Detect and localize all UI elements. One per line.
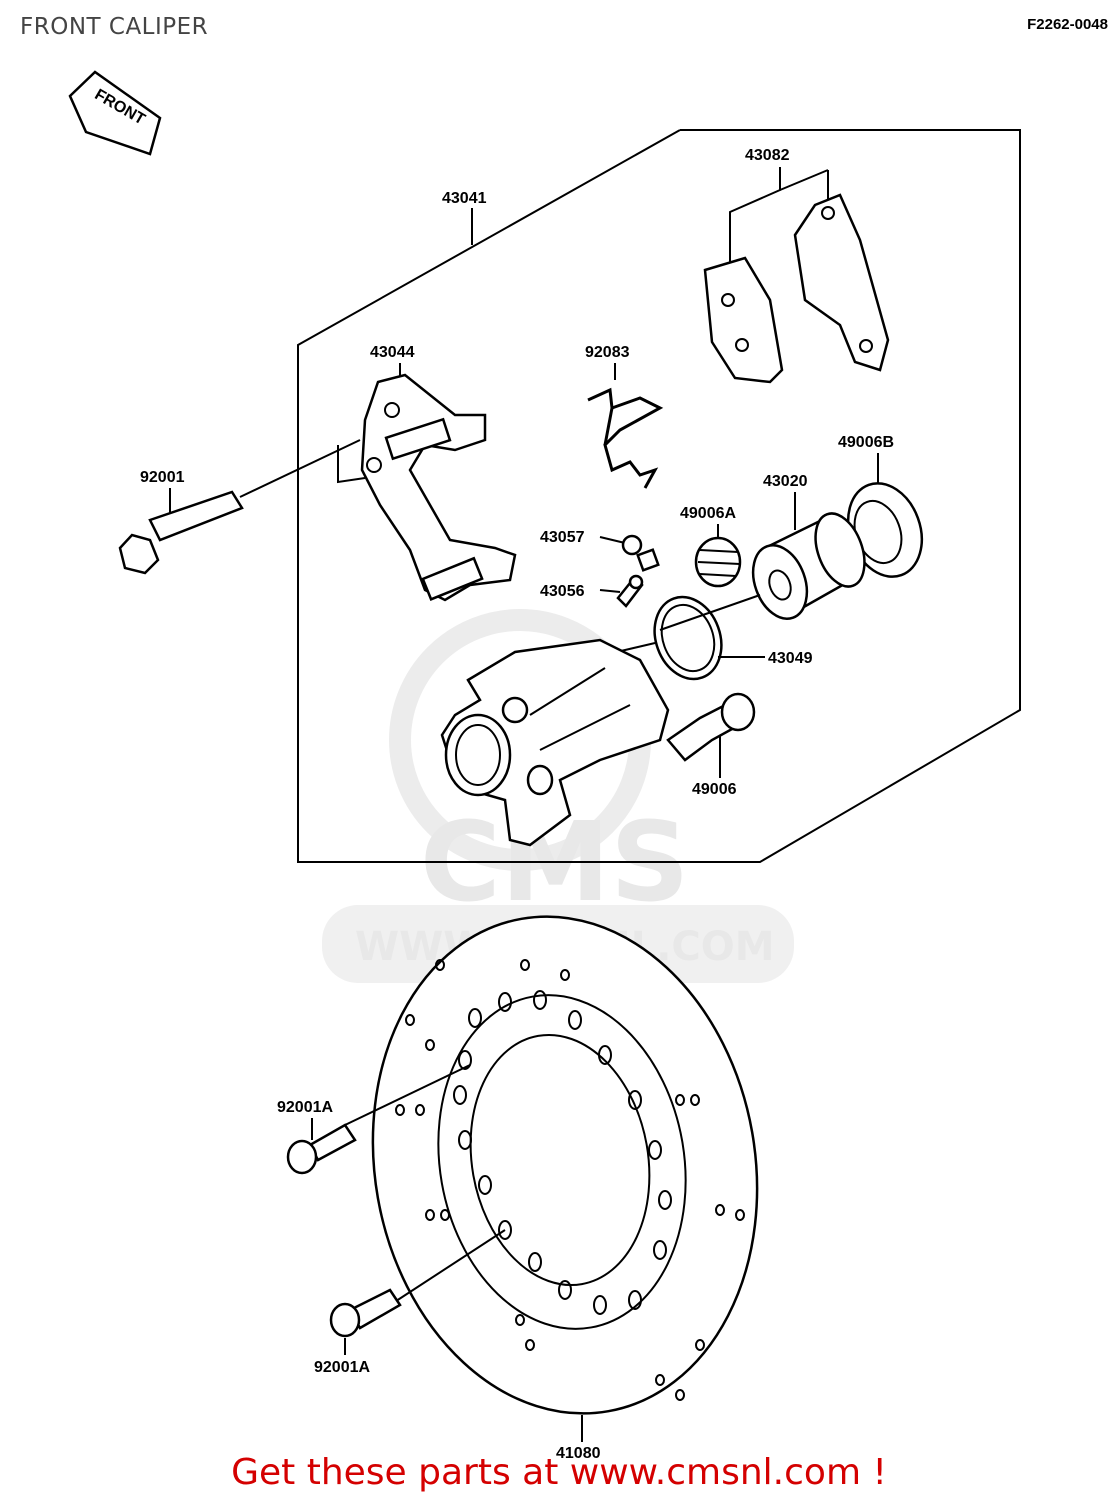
part-label-43056: 43056 [540,583,585,600]
footer-link[interactable]: Get these parts at www.cmsnl.com ! [231,1452,887,1493]
dust-seal [846,482,924,578]
caliper-body [440,638,670,847]
caliper-piston [751,512,866,620]
brake-pad-inner [703,256,784,384]
slide-pin [666,692,756,762]
part-label-49006A: 49006A [680,505,736,522]
part-label-92083: 92083 [585,344,630,361]
pin-boot [694,536,742,588]
brake-pad-outer [793,193,890,372]
pad-spring-clip [587,387,664,489]
part-label-43049: 43049 [768,650,813,667]
disc-bolt-bottom [329,1288,402,1338]
part-label-43020: 43020 [763,473,808,490]
bleeder-cap [621,534,660,572]
brake-disc [371,915,759,1415]
caliper-assembly-outline [297,129,1021,863]
disc-bolt-top [286,1123,357,1175]
caliper-bracket [337,373,517,602]
front-arrow: FRONT [68,70,162,156]
part-label-92001A-top: 92001A [277,1099,333,1116]
bleeder-valve [616,574,644,608]
part-label-49006: 49006 [692,781,737,798]
part-label-92001A-bottom: 92001A [314,1359,370,1376]
part-label-43057: 43057 [540,529,585,546]
part-label-43082: 43082 [745,147,790,164]
part-label-49006B: 49006B [838,434,894,451]
diagram-title: FRONT CALIPER [20,14,209,40]
part-label-43044: 43044 [370,344,415,361]
mounting-bolt [118,490,244,575]
part-label-92001: 92001 [140,469,185,486]
part-label-43041: 43041 [442,190,487,207]
diagram-code: F2262-0048 [1027,16,1108,33]
part-label-41080: 41080 [556,1445,601,1462]
piston-seal [653,595,723,681]
